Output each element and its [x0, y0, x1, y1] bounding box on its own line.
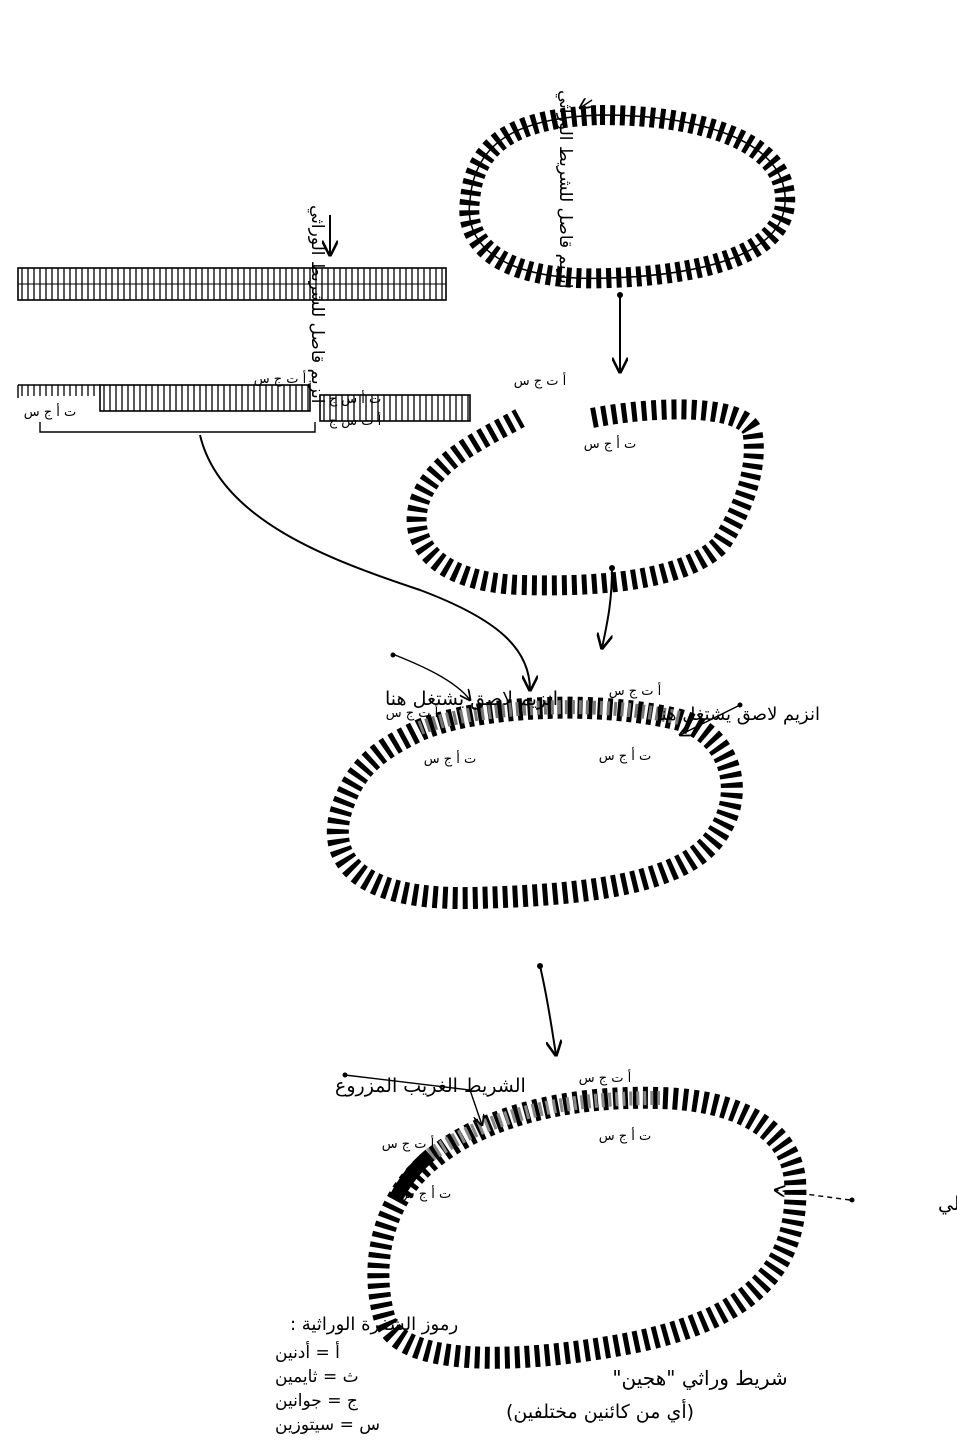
sticky-end-text: أ ت س ج	[329, 412, 382, 429]
genetic-code-legend: رموز الشفرة الوراثية : أ = أدنين ث = ثاي…	[275, 1314, 458, 1435]
flow-arrows	[199, 100, 855, 1203]
legend-item: أ = أدنين	[275, 1341, 340, 1363]
sticky-end-text: ت أ ج س	[599, 1127, 652, 1144]
sticky-end-text: أ ت ج س	[609, 682, 662, 699]
plasmid-hybrid	[367, 1086, 807, 1369]
plasmid-rings	[326, 104, 807, 1369]
enzyme-ligase-left-label: انزيم لاصق يشتغل هنا	[385, 688, 558, 710]
enzyme-cut-top-label: انزيم قاصل للشريط الوراثي	[555, 90, 575, 288]
legend-item: ج = جوانين	[275, 1391, 358, 1411]
sticky-end-text: أ ت ج س	[382, 1135, 435, 1152]
sticky-end-text: ت أ س ج	[329, 390, 382, 407]
sticky-end-text: أ ت ج س	[514, 372, 567, 389]
sticky-end-text: أ ت ج س	[386, 704, 439, 721]
legend-item: ث = ثايمين	[275, 1367, 359, 1387]
plasmid-intact	[459, 104, 796, 289]
sticky-end-text: ت أ ج س	[584, 435, 637, 452]
sticky-end-text: ت أ ج س	[599, 747, 652, 764]
original-strand-label: الشريط الأصلي	[938, 1192, 957, 1215]
foreign-dna-cut	[17, 384, 471, 433]
sticky-end-text: ت أ ج س	[24, 403, 77, 420]
foreign-strand-label: الشريط الغريب المزروع	[335, 1075, 526, 1097]
hybrid-label-line1: شريط وراثي "هجين"	[612, 1366, 787, 1391]
plasmid-joining	[326, 696, 743, 910]
legend-item: س = سيتوزين	[275, 1415, 380, 1435]
legend-title: رموز الشفرة الوراثية :	[290, 1314, 458, 1335]
sticky-end-text: أ ت ج س	[579, 1069, 632, 1086]
sticky-end-text: ت أ ج س	[399, 1185, 452, 1202]
sticky-end-text: أ ت ج س	[254, 370, 307, 387]
labels: انزيم قاصل للشريط الوراثي انزيم قاصل للش…	[24, 90, 957, 1435]
plasmid-cut	[406, 399, 764, 596]
hybrid-label-line2: (أي من كائنين مختلفين)	[506, 1399, 694, 1423]
sticky-end-text: ت أ ج س	[424, 750, 477, 767]
enzyme-cut-left-label: انزيم قاصل للشريط الوراثي	[307, 205, 327, 403]
foreign-dna-strand	[17, 267, 447, 301]
enzyme-ligase-right-label: انزيم لاصق يشتغل هنا	[656, 704, 820, 725]
